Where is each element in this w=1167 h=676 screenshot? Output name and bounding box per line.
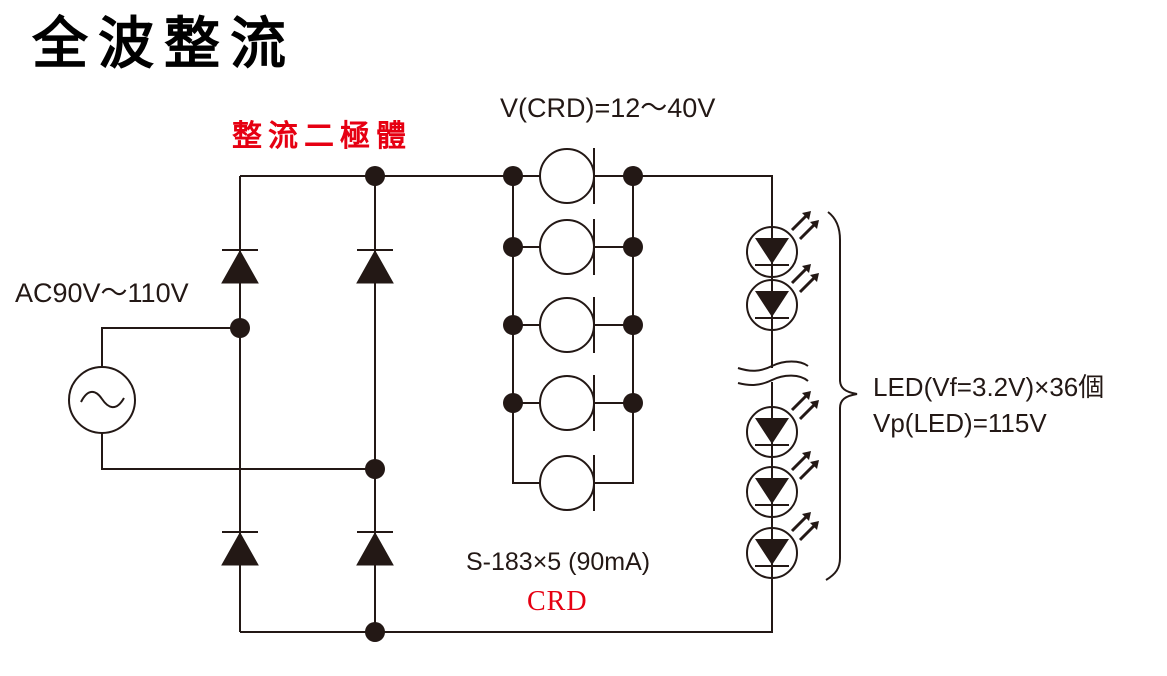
- light-emission-arrow-icon: [790, 452, 810, 472]
- ac-input-label: AC90V～110V: [15, 278, 189, 308]
- light-emission-arrow-icon: [798, 274, 818, 294]
- crd-body: [539, 148, 595, 204]
- led-triangle: [755, 238, 789, 264]
- crd: [539, 148, 595, 204]
- led-triangle: [755, 291, 789, 317]
- junction-dot: [503, 237, 523, 257]
- arrow-head-icon: [802, 512, 811, 521]
- led: [746, 264, 819, 331]
- junction-dot: [503, 393, 523, 413]
- arrow-head-icon: [810, 521, 819, 530]
- crd-body: [539, 219, 595, 275]
- led: [746, 512, 819, 579]
- wire-ac-bottom: [101, 433, 375, 470]
- diode: [356, 249, 394, 284]
- junction-dot: [503, 315, 523, 335]
- crd-body: [539, 455, 595, 511]
- crd-part-label: S-183×5 (90mA): [466, 548, 650, 576]
- arrow-head-icon: [802, 451, 811, 460]
- junction-dot: [623, 237, 643, 257]
- arrow-head-icon: [810, 400, 819, 409]
- wire-crd-left-rail: [512, 176, 540, 484]
- led-triangle: [755, 478, 789, 504]
- crd-array: [539, 148, 595, 511]
- crd-voltage-label: V(CRD)=12～40V: [500, 93, 715, 123]
- light-emission-arrow-icon: [798, 221, 818, 241]
- led-group-brace: [825, 211, 858, 581]
- junction-dot: [503, 166, 523, 186]
- crd-name-label: CRD: [527, 586, 588, 617]
- junction-dot: [365, 622, 385, 642]
- arrow-head-icon: [802, 211, 811, 220]
- diode-triangle: [356, 249, 394, 284]
- light-emission-arrow-icon: [798, 461, 818, 481]
- led: [746, 211, 819, 278]
- wire-bottom-rail: [240, 578, 773, 633]
- crd-body: [539, 297, 595, 353]
- crd-body: [539, 375, 595, 431]
- diode-triangle: [221, 531, 259, 566]
- crd: [539, 375, 595, 431]
- arrow-head-icon: [802, 391, 811, 400]
- diode: [356, 531, 394, 566]
- light-emission-arrow-icon: [798, 522, 818, 542]
- wire-ac-top: [101, 327, 240, 367]
- led-string: [746, 211, 819, 579]
- rectifier-diode-label: 整流二極體: [232, 119, 412, 154]
- page-title: 全波整流: [32, 11, 296, 77]
- led: [746, 391, 819, 458]
- wires: [101, 175, 809, 633]
- sine-wave-icon: [80, 390, 125, 409]
- break-mark-lower: [737, 374, 809, 386]
- junction-dot: [623, 166, 643, 186]
- junction-dot: [623, 315, 643, 335]
- light-emission-arrow-icon: [790, 212, 810, 232]
- diode-triangle: [356, 531, 394, 566]
- led: [746, 451, 819, 518]
- diode: [221, 249, 259, 284]
- wire-top-right: [594, 175, 773, 227]
- crd: [539, 219, 595, 275]
- led-triangle: [755, 539, 789, 565]
- arrow-head-icon: [810, 273, 819, 282]
- junction-dot: [365, 459, 385, 479]
- break-mark-upper: [737, 360, 809, 372]
- arrow-head-icon: [802, 264, 811, 273]
- junction-dot: [623, 393, 643, 413]
- led-total-voltage-label: Vp(LED)=115V: [873, 408, 1047, 438]
- diode: [221, 531, 259, 566]
- light-emission-arrow-icon: [790, 265, 810, 285]
- light-emission-arrow-icon: [790, 513, 810, 533]
- led-spec-label: LED(Vf=3.2V)×36個: [873, 372, 1104, 402]
- junctions: [230, 166, 643, 642]
- arrow-head-icon: [810, 460, 819, 469]
- led-triangle: [755, 418, 789, 444]
- bridge-diodes: [221, 249, 394, 566]
- crd: [539, 297, 595, 353]
- wire-crd-right-rail: [594, 176, 634, 484]
- crd: [539, 455, 595, 511]
- diode-triangle: [221, 249, 259, 284]
- junction-dot: [230, 318, 250, 338]
- arrow-head-icon: [810, 220, 819, 229]
- light-emission-arrow-icon: [798, 401, 818, 421]
- junction-dot: [365, 166, 385, 186]
- light-emission-arrow-icon: [790, 392, 810, 412]
- ac-source: [68, 366, 136, 434]
